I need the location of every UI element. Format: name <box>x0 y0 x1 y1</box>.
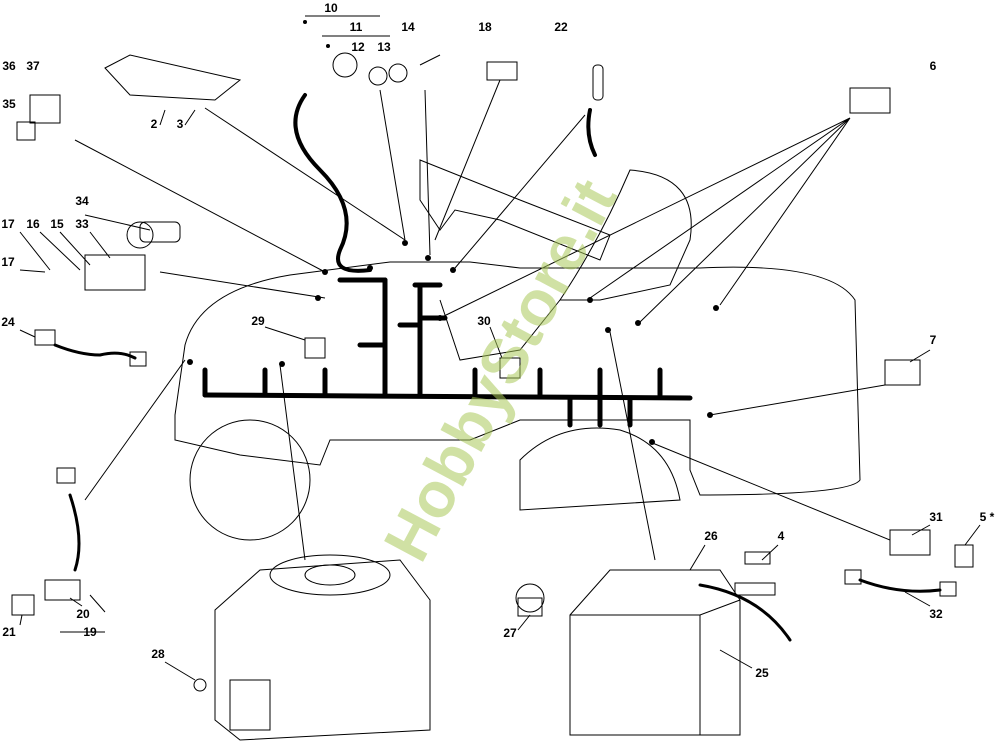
part-label-7: 7 <box>929 333 937 347</box>
part-label-29: 29 <box>251 314 265 328</box>
part-label-33: 33 <box>75 217 89 231</box>
part-label-37: 37 <box>26 59 40 73</box>
part-label-26: 26 <box>704 529 718 543</box>
part-label-35: 35 <box>2 97 16 111</box>
part-label-30: 30 <box>477 314 491 328</box>
part-label-28: 28 <box>151 647 165 661</box>
part-label-22: 22 <box>554 20 568 34</box>
connection-dots <box>187 20 719 445</box>
part-label-13: 13 <box>377 40 391 54</box>
part-label-21: 21 <box>2 625 16 639</box>
parts <box>11 52 974 741</box>
part-label-25: 25 <box>755 666 769 680</box>
wiring-harness <box>53 93 942 642</box>
part-label-17: 17 <box>1 217 15 231</box>
part-label-2: 2 <box>150 117 158 131</box>
part-label-5: 5 * <box>979 510 995 524</box>
part-label-27: 27 <box>503 626 517 640</box>
part-label-19: 19 <box>83 625 97 639</box>
part-label-3: 3 <box>176 117 184 131</box>
part-label-12: 12 <box>351 40 365 54</box>
part-label-17: 17 <box>1 255 15 269</box>
part-label-11: 11 <box>349 20 363 34</box>
part-label-14: 14 <box>401 20 415 34</box>
part-label-36: 36 <box>2 59 16 73</box>
part-label-15: 15 <box>50 217 64 231</box>
part-label-4: 4 <box>777 529 785 543</box>
part-label-16: 16 <box>26 217 40 231</box>
part-label-20: 20 <box>76 607 90 621</box>
part-label-24: 24 <box>1 315 15 329</box>
part-label-31: 31 <box>929 510 943 524</box>
leader-lines <box>19 15 981 681</box>
part-label-34: 34 <box>75 194 89 208</box>
part-label-6: 6 <box>929 59 937 73</box>
part-label-18: 18 <box>478 20 492 34</box>
part-label-10: 10 <box>324 1 338 15</box>
part-label-32: 32 <box>929 607 943 621</box>
tractor-outline <box>174 159 861 541</box>
